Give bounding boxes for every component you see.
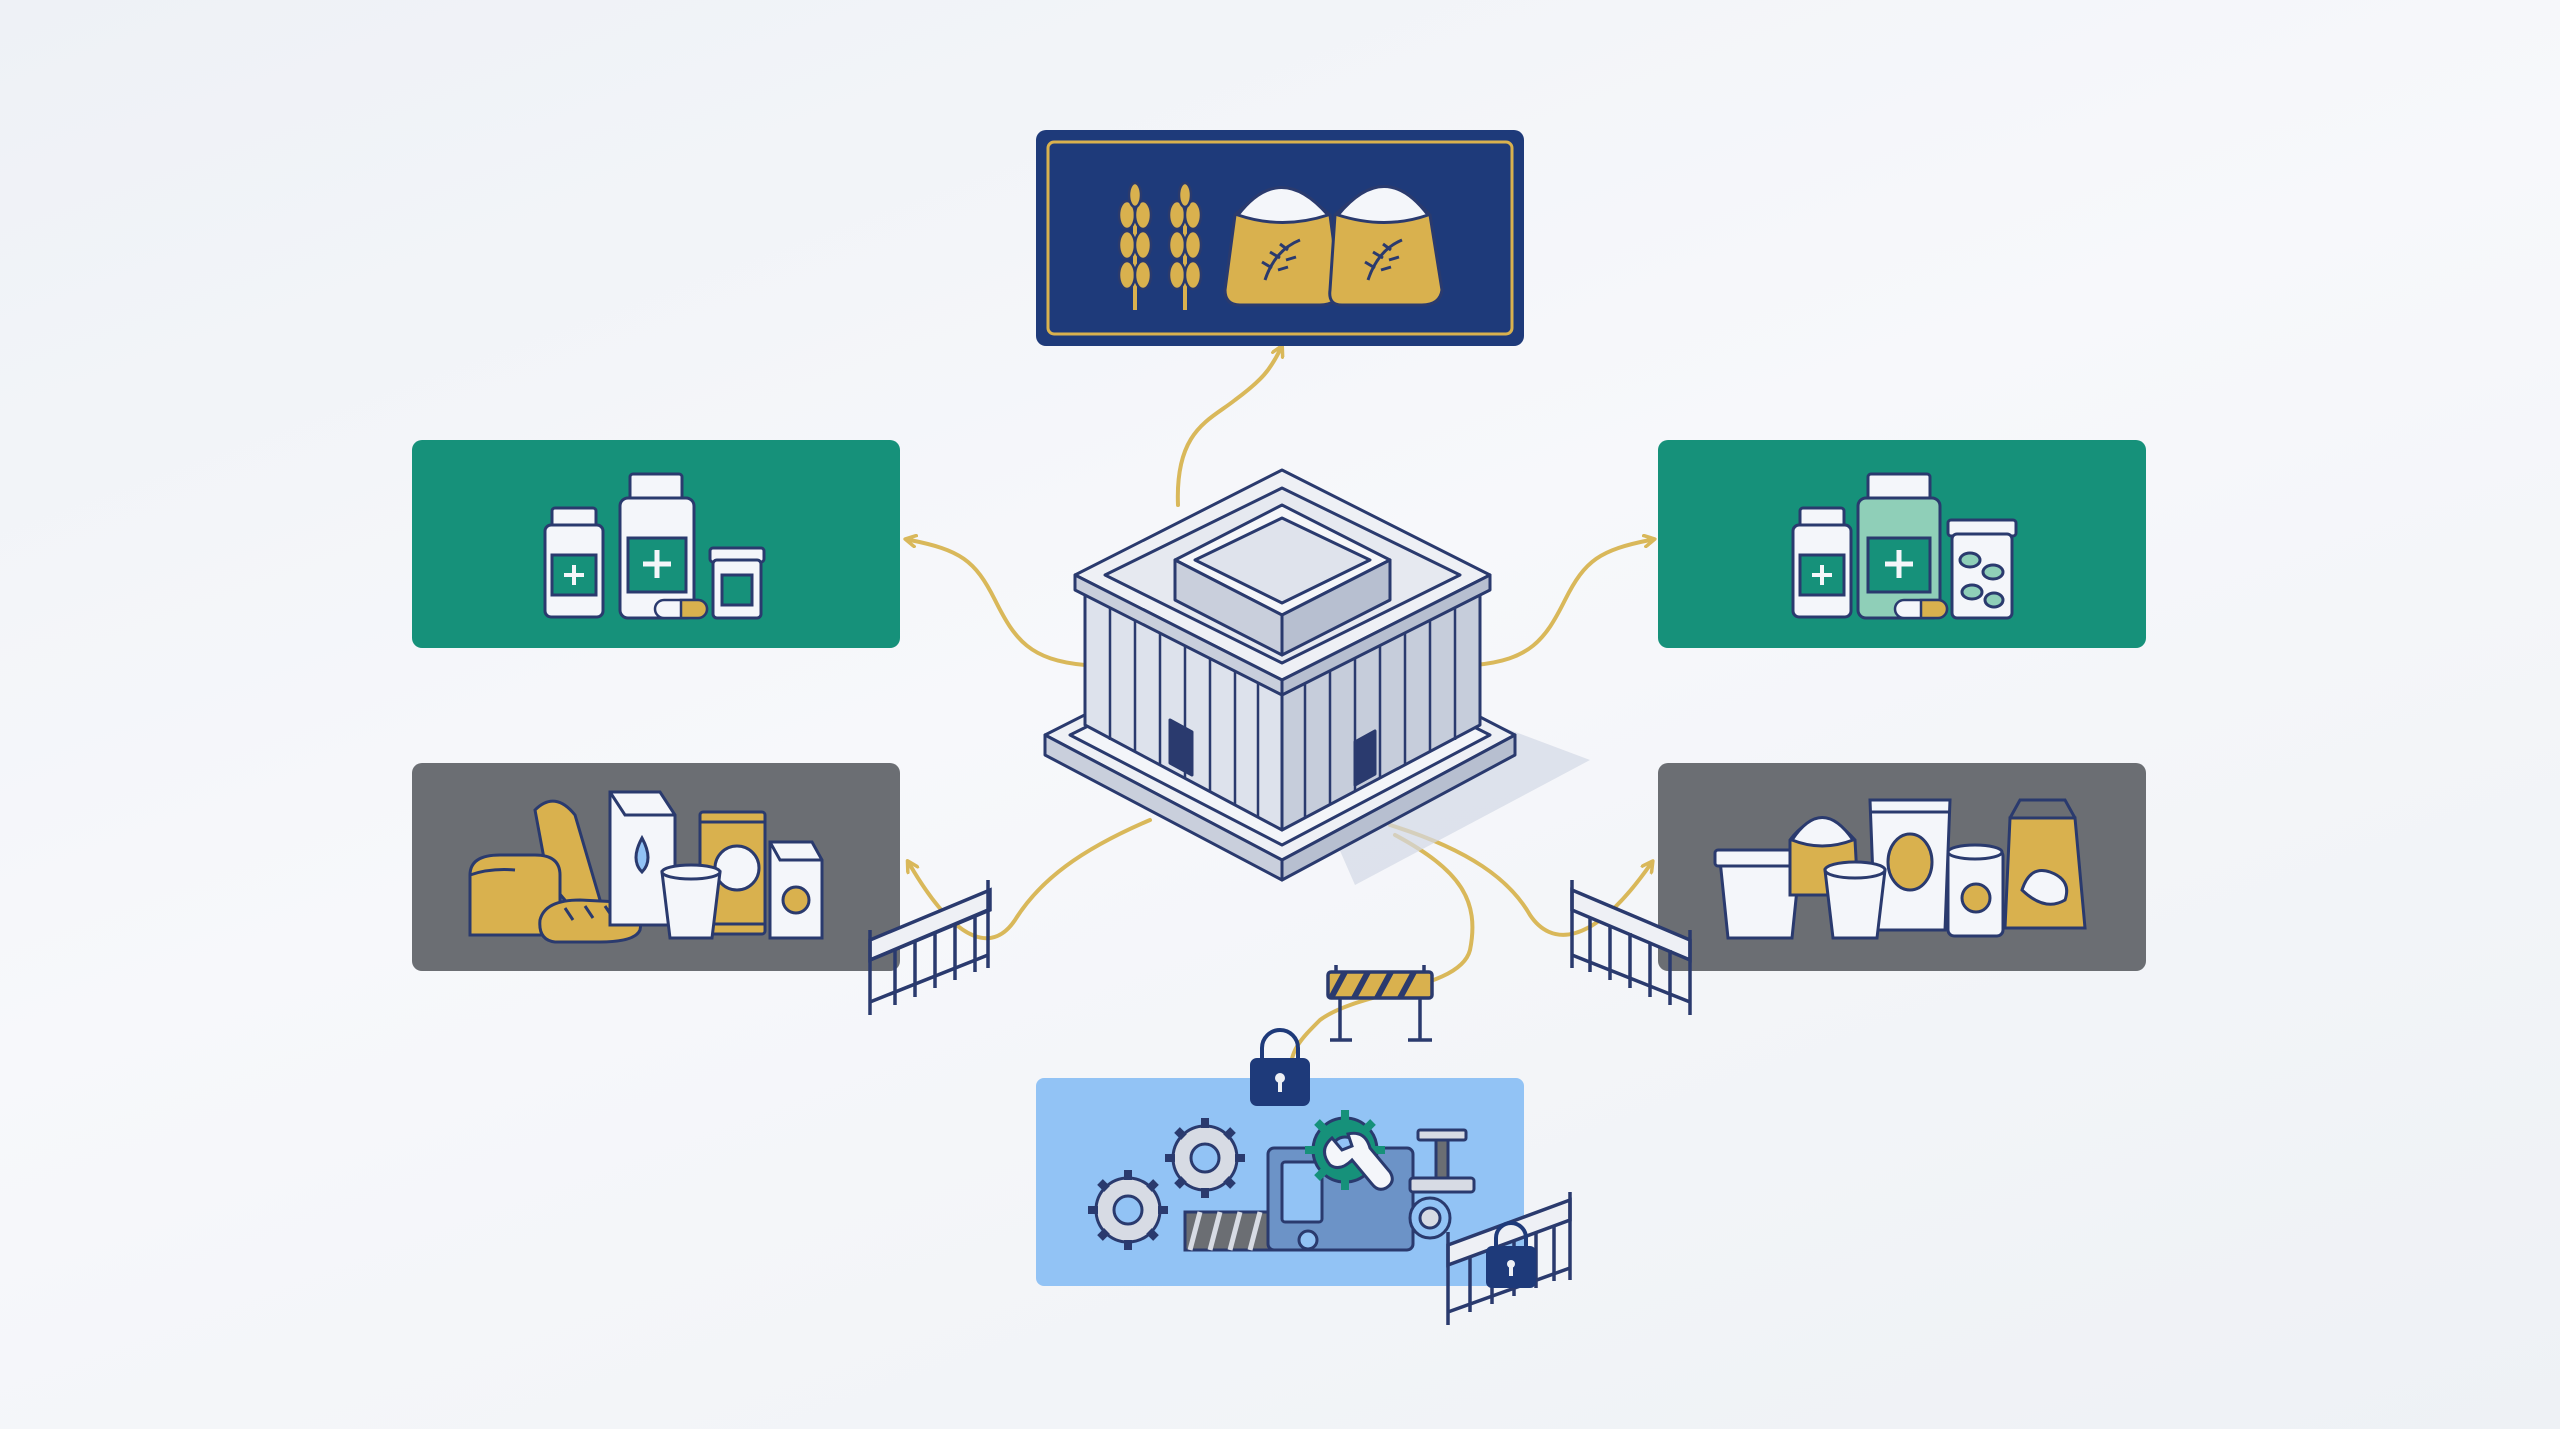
gear-icon	[1088, 1170, 1168, 1250]
capsule-icon	[1893, 598, 1949, 620]
food-box-right	[1658, 763, 2146, 971]
grain-box	[1036, 130, 1524, 346]
pill-jar-icon	[1946, 518, 2018, 620]
arrow-to-medicine-right	[1473, 540, 1650, 667]
juice-carton-icon	[768, 840, 824, 940]
government-building-icon	[1043, 468, 1590, 885]
gate-barrier-icon	[868, 880, 992, 1015]
wheat-stalk-icon	[1117, 181, 1153, 310]
pill-jar-icon	[708, 546, 766, 620]
wrench-icon	[1323, 1131, 1394, 1191]
medicine-bottle-icon	[618, 472, 696, 620]
medicine-bottle-icon	[1856, 472, 1942, 620]
gate-barrier-icon	[1570, 880, 1692, 1015]
paper-bag-icon	[2003, 798, 2087, 930]
medicine-box-left	[412, 440, 900, 648]
capsule-icon	[653, 598, 709, 620]
medicine-box-right	[1658, 440, 2146, 648]
arrow-to-grain	[1175, 350, 1280, 507]
locked-gate-icon	[1446, 1192, 1572, 1325]
medicine-bottle-icon	[543, 506, 605, 619]
flour-sack-icon	[1223, 186, 1342, 307]
container-icon	[1713, 848, 1807, 940]
cup-icon	[1823, 860, 1887, 940]
food-box-left	[412, 763, 900, 971]
industrial-box	[1036, 1078, 1524, 1286]
arrow-to-medicine-left	[910, 540, 1087, 667]
medicine-bottle-icon	[1791, 506, 1853, 619]
lock-icon	[1250, 1028, 1310, 1106]
cup-icon	[660, 863, 722, 940]
wheat-stalk-icon	[1167, 181, 1203, 310]
press-icon	[1408, 1128, 1476, 1240]
can-icon	[1946, 843, 2005, 938]
road-barrier-icon	[1326, 965, 1434, 1042]
conveyor-icon	[1183, 1210, 1277, 1252]
gear-icon	[1165, 1118, 1245, 1198]
flour-sack-icon	[1328, 185, 1444, 307]
milk-carton-icon	[608, 790, 677, 927]
